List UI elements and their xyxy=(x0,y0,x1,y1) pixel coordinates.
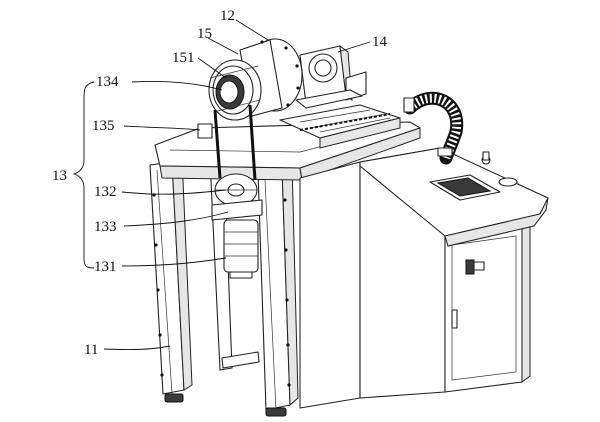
bearing-seat xyxy=(295,44,367,109)
label-14: 14 xyxy=(372,34,388,50)
label-134: 134 xyxy=(96,74,119,90)
slide-table xyxy=(279,104,401,149)
label-12: 12 xyxy=(220,8,235,24)
leader-lines xyxy=(72,19,371,351)
label-15: 15 xyxy=(197,26,212,42)
control-panel xyxy=(359,147,549,247)
belt-drive xyxy=(197,104,263,279)
flexible-hose xyxy=(403,91,464,165)
label-131: 131 xyxy=(94,259,117,275)
label-135: 135 xyxy=(92,118,115,134)
label-151: 151 xyxy=(172,50,195,66)
label-132: 132 xyxy=(94,184,117,200)
label-11: 11 xyxy=(84,342,98,358)
rotary-head xyxy=(208,38,303,121)
cabinet-body xyxy=(299,147,531,409)
label-133: 133 xyxy=(94,219,117,235)
label-13: 13 xyxy=(52,168,67,184)
